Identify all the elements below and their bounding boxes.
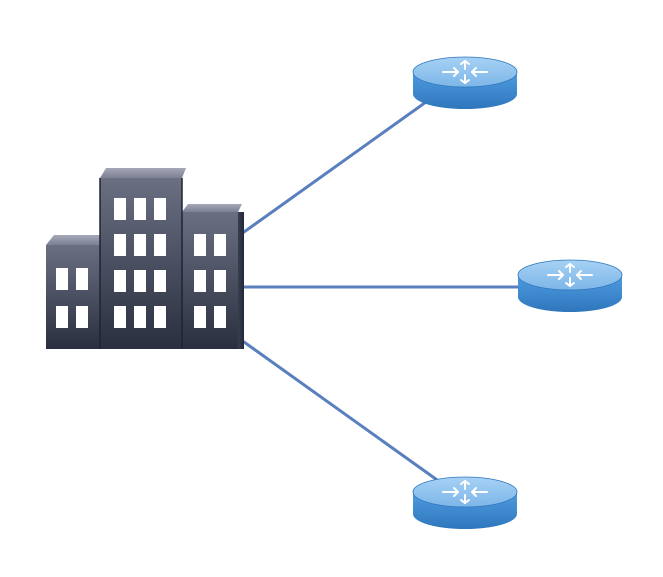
router-bottom-icon [412,476,518,529]
building-window [214,270,226,292]
router-arrows-icon [442,60,488,84]
router-middle-icon [517,259,623,312]
building-window [114,234,126,256]
building-window [134,270,146,292]
building-window [214,306,226,328]
building-window [134,198,146,220]
building-window [76,306,88,328]
building-window [134,234,146,256]
link-hub-router-bottom [242,340,442,484]
building-window [194,234,206,256]
building-window [56,268,68,290]
building-windows [56,198,226,328]
building-window [154,306,166,328]
building-window [76,268,88,290]
router-arrows-icon [442,480,488,504]
building-window [154,270,166,292]
links-layer [242,90,527,484]
building-window [114,306,126,328]
router-arrows-icon [547,263,593,287]
building-window [114,270,126,292]
building-window [194,270,206,292]
building-window [114,198,126,220]
building-window [154,198,166,220]
building-window [134,306,146,328]
building-window [56,306,68,328]
building-window [194,306,206,328]
link-hub-router-top [242,90,442,234]
router-top-icon [412,56,518,109]
building-window [214,234,226,256]
office-building-icon [46,168,244,349]
building-window [154,234,166,256]
routers-layer [412,56,623,529]
